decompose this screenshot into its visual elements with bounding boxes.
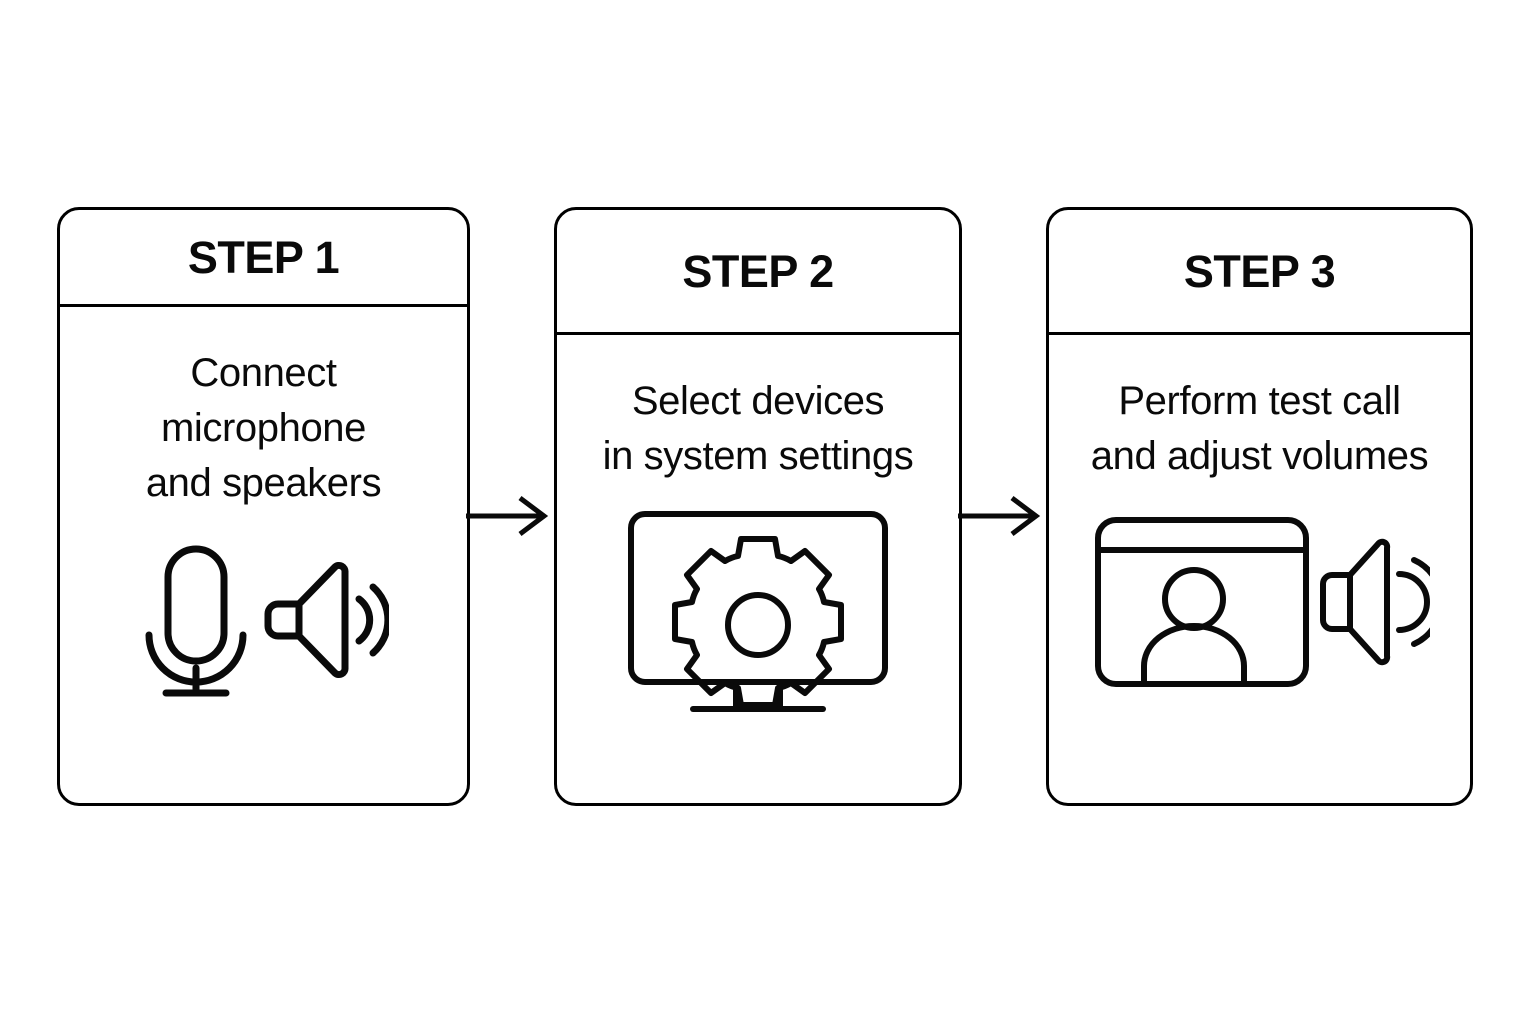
step-card-2-description: Select devices in system settings xyxy=(602,379,914,478)
step-3-icon-group xyxy=(1094,517,1430,687)
step-2-icon-group xyxy=(628,511,888,712)
step-card-2-body: Select devices in system settings xyxy=(557,335,959,803)
person-icon xyxy=(1140,567,1247,685)
step-card-2[interactable]: STEP 2 Select devices in system settings xyxy=(554,207,962,806)
step-card-1-body: Connect microphone and speakers xyxy=(60,307,467,803)
step-card-3-title: STEP 3 xyxy=(1183,245,1336,297)
arrow-step1-to-step2 xyxy=(466,496,549,536)
arrow-step2-to-step3 xyxy=(958,496,1041,536)
speaker-icon xyxy=(264,562,389,678)
step-card-2-title: STEP 2 xyxy=(682,245,834,297)
step-card-1-description: Connect microphone and speakers xyxy=(145,351,382,505)
step-card-1-header: STEP 1 xyxy=(60,210,467,307)
arrow-head-icon xyxy=(518,496,549,536)
monitor-icon xyxy=(628,511,888,712)
step-card-2-header: STEP 2 xyxy=(557,210,959,335)
step-card-3-header: STEP 3 xyxy=(1049,210,1470,335)
speaker-icon xyxy=(1319,538,1430,666)
step-card-1-title: STEP 1 xyxy=(187,231,340,283)
arrow-head-icon xyxy=(1010,496,1041,536)
step-card-3-body: Perform test call and adjust volumes xyxy=(1049,335,1470,803)
gear-icon xyxy=(672,536,844,708)
video-call-window-icon xyxy=(1094,517,1309,687)
step-card-3[interactable]: STEP 3 Perform test call and adjust volu… xyxy=(1046,207,1473,806)
step-1-icon-group xyxy=(145,545,389,697)
step-card-1[interactable]: STEP 1 Connect microphone and speakers xyxy=(57,207,470,806)
step-card-3-description: Perform test call and adjust volumes xyxy=(1090,379,1429,478)
microphone-icon xyxy=(145,545,246,697)
